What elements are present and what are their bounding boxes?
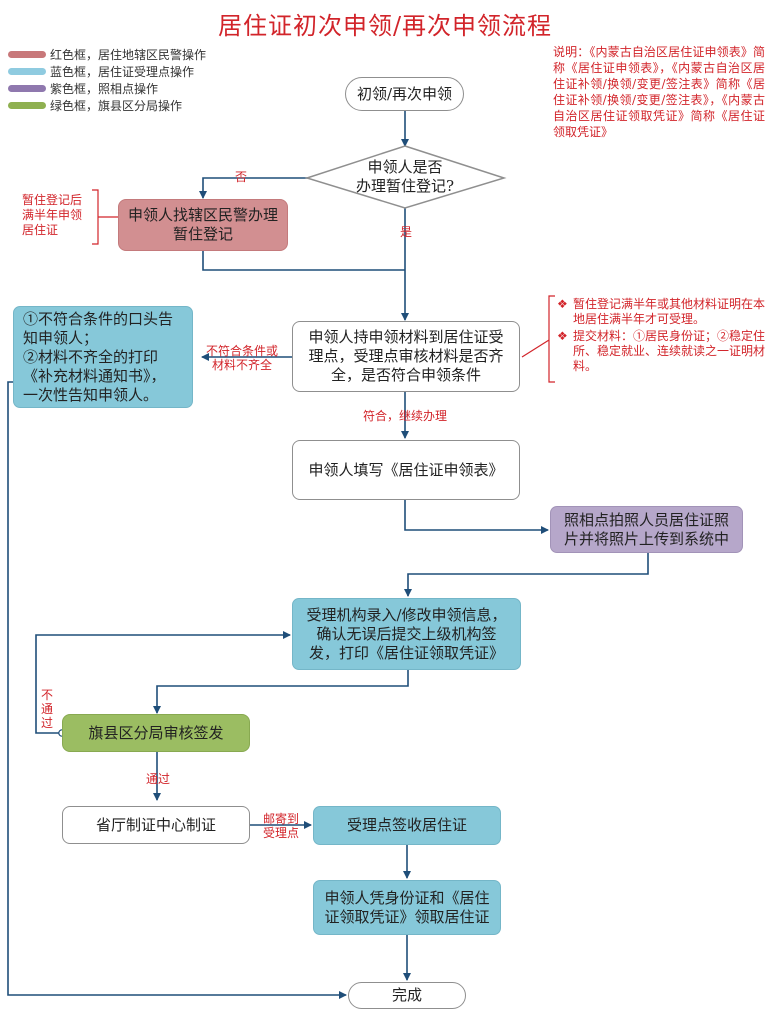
legend-label-green: 绿色框，旗县区分局操作 [50, 99, 183, 113]
fill-form-label: 申领人填写《居住证申领表》 [308, 460, 504, 479]
page-title: 居住证初次申领/再次申领流程 [217, 12, 553, 40]
reject-box: ①不符合条件的口头告 知申领人； ②材料不齐全的打印 《补充材料通知书》， 一次… [13, 306, 193, 408]
right-note-bracket [521, 295, 555, 383]
register-box: 申领人找辖区民警办理 暂住登记 [118, 199, 288, 251]
photo-box: 照相点拍照人员居住证照 片并将照片上传到系统中 [550, 506, 743, 553]
review-label: 旗县区分局审核签发 [88, 723, 224, 742]
legend-swatch-red [8, 51, 46, 58]
legend-label-blue: 蓝色框，居住证受理点操作 [50, 65, 195, 79]
legend-label-red: 红色框，居住地辖区民警操作 [50, 48, 207, 62]
start-node-label: 初领/再次申领 [356, 84, 453, 103]
label-no: 否 [234, 170, 247, 184]
right-note-item-2: ❖ 提交材料：①居民身份证；②稳定住所、稳定就业、连续就读之一证明材料。 [557, 329, 767, 374]
reject-label: ①不符合条件的口头告 知申领人； ②材料不齐全的打印 《补充材料通知书》， 一次… [23, 309, 174, 404]
register-label: 申领人找辖区民警办理 暂住登记 [127, 206, 278, 243]
label-not-pass: 不 通 过 [40, 688, 53, 730]
left-note-bracket [92, 189, 118, 245]
pickup-label: 申领人凭身份证和《居住 证领取凭证》领取居住证 [324, 888, 490, 926]
decision-label: 申领人是否 办理暂住登记? [355, 158, 455, 195]
decision-diamond [304, 145, 507, 209]
right-note-item-1: ❖ 暂住登记满半年或其他材料证明在本地居住满半年才可受理。 [557, 297, 767, 327]
label-yes: 是 [399, 225, 412, 239]
bullet-diamond-icon: ❖ [557, 297, 568, 311]
review-box: 旗县区分局审核签发 [62, 714, 250, 752]
label-pass: 通过 [145, 772, 170, 786]
label-mail: 邮寄到 受理点 [262, 812, 299, 840]
entry-box: 受理机构录入/修改申领信息， 确认无误后提交上级机构签 发，打印《居住证领取凭证… [292, 598, 521, 670]
label-meet: 符合，继续办理 [362, 409, 447, 423]
submit-box: 申领人持申领材料到居住证受 理点，受理点审核材料是否齐 全，是否符合申领条件 [292, 321, 520, 392]
fill-form-box: 申领人填写《居住证申领表》 [292, 440, 520, 500]
produce-label: 省厅制证中心制证 [95, 815, 216, 834]
right-side-note: ❖ 暂住登记满半年或其他材料证明在本地居住满半年才可受理。 ❖ 提交材料：①居民… [557, 297, 767, 374]
legend-swatch-green [8, 102, 46, 109]
receive-box: 受理点签收居住证 [313, 806, 501, 845]
legend-swatch-blue [8, 68, 46, 75]
right-note-text-2: 提交材料：①居民身份证；②稳定住所、稳定就业、连续就读之一证明材料。 [573, 329, 766, 373]
start-node: 初领/再次申领 [345, 77, 464, 111]
pickup-box: 申领人凭身份证和《居住 证领取凭证》领取居住证 [313, 880, 501, 935]
produce-box: 省厅制证中心制证 [62, 806, 250, 844]
done-label: 完成 [391, 986, 422, 1004]
submit-label: 申领人持申领材料到居住证受 理点，受理点审核材料是否齐 全，是否符合申领条件 [308, 328, 504, 384]
legend-label-purple: 紫色框，照相点操作 [50, 82, 159, 96]
right-note-text-1: 暂住登记满半年或其他材料证明在本地居住满半年才可受理。 [573, 297, 766, 326]
entry-label: 受理机构录入/修改申领信息， 确认无误后提交上级机构签 发，打印《居住证领取凭证… [306, 605, 507, 662]
legend-swatch-purple [8, 85, 46, 92]
decision-node: 申领人是否 办理暂住登记? [327, 155, 483, 199]
receive-label: 受理点签收居住证 [346, 816, 467, 834]
photo-label: 照相点拍照人员居住证照 片并将照片上传到系统中 [563, 510, 729, 548]
done-node: 完成 [348, 982, 466, 1009]
bullet-diamond-icon: ❖ [557, 329, 568, 343]
note-text: 说明：《内蒙古自治区居住证申领表》简称《居住证申领表》，《内蒙古自治区居住证补领… [553, 45, 765, 139]
left-side-note: 暂住登记后 满半年申领 居住证 [22, 193, 83, 237]
label-not-meet: 不符合条件或 材料不齐全 [205, 344, 278, 372]
